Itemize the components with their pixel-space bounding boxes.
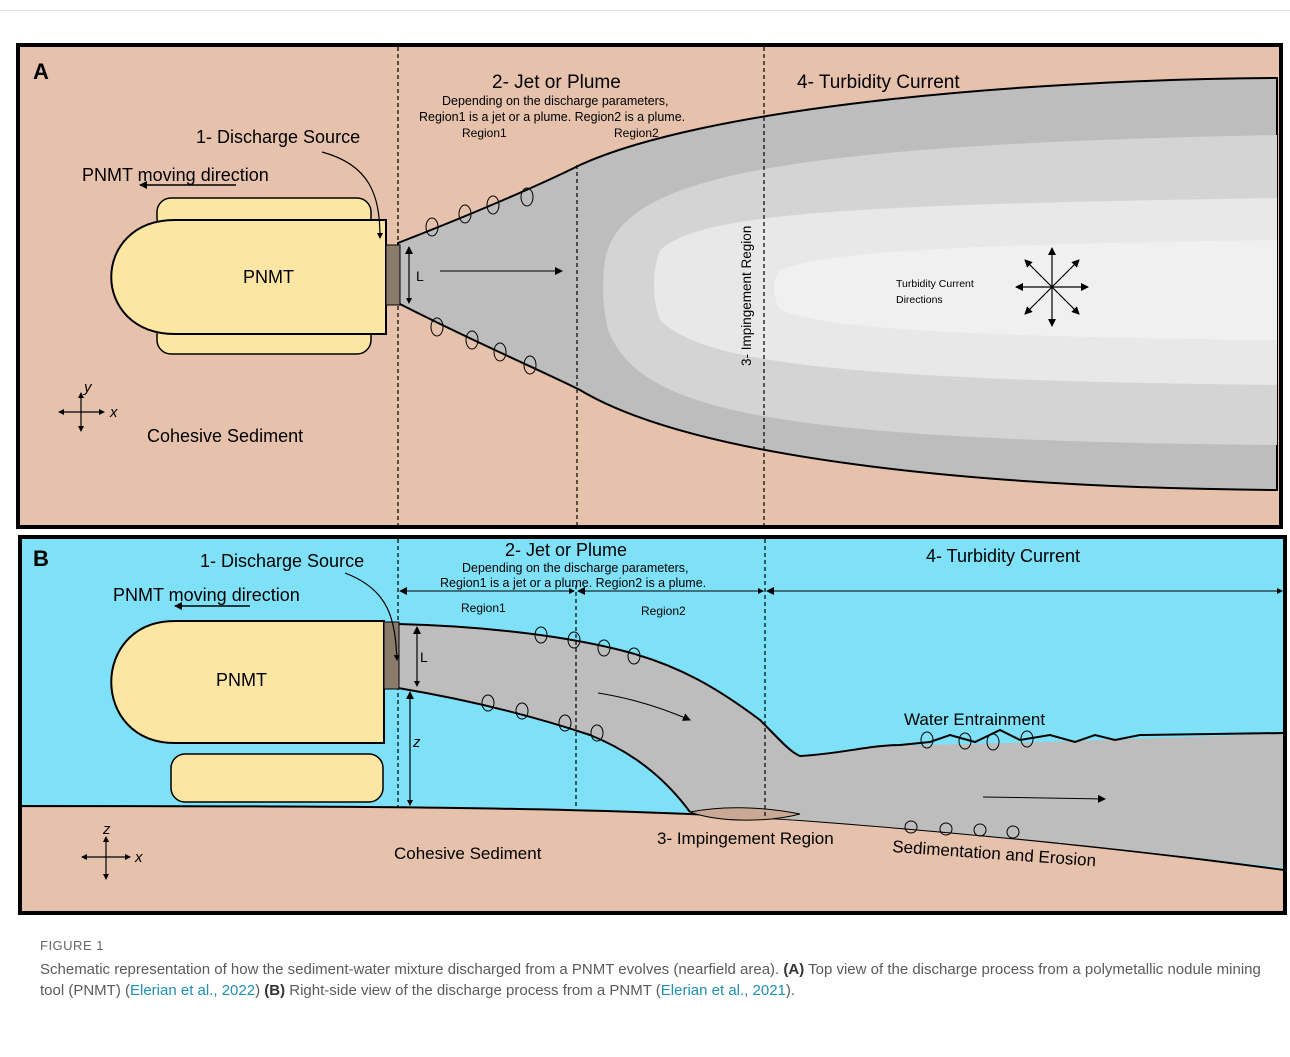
panel-a-discharge-pointer [321,151,383,239]
panel-a-label: A [33,59,49,84]
panel-b-pnmt-track [170,753,384,803]
caption-b-label: (B) [264,982,286,999]
panel-b-flow-arrow-curve [597,692,691,721]
citation-link-2022[interactable]: Elerian et al., 2022 [130,982,256,999]
panel-b-jet-plume-desc-1: Depending on the discharge parameters, [462,561,689,575]
panel-b-l-label: L [420,649,428,665]
panel-a-turbidity-title: 4- Turbidity Current [797,72,960,93]
panel-b-label: B [33,546,49,571]
panel-b-discharge-source: 1- Discharge Source [200,551,364,571]
panel-b-pnmt-label: PNMT [216,670,267,690]
caption-part-5: ). [785,982,796,999]
panel-b-turbidity-title: 4- Turbidity Current [926,546,1080,566]
panel-a-turbidity-dir-2: Directions [896,294,943,306]
panel-a-axis-icon [58,392,105,432]
panel-a-jet-plume-title: 2- Jet or Plume [492,72,621,93]
panel-a-impingement: 3- Impingement Region [739,226,754,366]
panel-a-axis-x: x [109,404,118,421]
panel-a-l-label: L [416,268,424,284]
caption-part-1: Schematic representation of how the sedi… [40,961,784,978]
panel-b-impingement: 3- Impingement Region [657,829,834,848]
panel-a: L [16,43,1283,529]
panel-b-plume-top-edge [397,623,1285,758]
figure-label: FIGURE 1 [40,938,104,953]
panel-a-discharge-source: 1- Discharge Source [196,127,360,147]
panel-a-nozzle [385,244,401,306]
panel-a-jet-plume-desc-2: Region1 is a jet or a plume. Region2 is … [419,110,685,124]
panel-a-direction-star [1015,247,1089,327]
panel-b-flow-arrow-straight [982,794,1106,803]
panel-a-region1: Region1 [462,126,507,140]
panel-b-pnmt-body [110,620,385,744]
panel-a-eddies [425,187,537,375]
panel-a-pnmt-body [110,219,387,335]
citation-link-2021[interactable]: Elerian et al., 2021 [660,982,786,999]
panel-b-jet-plume-desc-2: Region1 is a jet or a plume. Region2 is … [440,576,706,590]
panel-a-turbidity-dir-1: Turbidity Current [896,278,974,290]
panel-b-region1: Region1 [461,601,506,615]
panel-a-axis-y: y [83,379,93,396]
panel-a-region2: Region2 [614,126,659,140]
panel-b-z-label: z [412,734,421,751]
panel-a-moving-direction: PNMT moving direction [82,165,269,185]
panel-a-pnmt-label: PNMT [243,267,294,287]
panel-b-plume-bottom-edge [397,687,691,813]
panel-b-impingement-lens [688,807,801,821]
panel-b-water-entrainment: Water Entrainment [904,710,1045,729]
panel-b: L z [18,535,1287,915]
panel-b-axis-z: z [102,821,111,838]
panel-a-jet-plume-desc-1: Depending on the discharge parameters, [442,94,669,108]
panel-b-plume [398,624,1284,868]
panel-a-sediment: Cohesive Sediment [147,426,303,446]
caption-part-4: Right-side view of the discharge process… [285,982,661,999]
panel-b-region2: Region2 [641,604,686,618]
panel-b-axis-x: x [134,849,143,866]
panel-b-axis-icon [81,836,131,880]
figure-diagram: L [16,43,1287,915]
caption-text: Schematic representation of how the sedi… [40,959,1265,1001]
figure-caption: FIGURE 1 Schematic representation of how… [40,938,1265,1001]
caption-a-label: (A) [783,961,805,978]
top-rule [0,10,1290,11]
panel-b-discharge-pointer [344,572,400,661]
panel-b-sediment: Cohesive Sediment [394,844,542,863]
panel-b-jet-plume-title: 2- Jet or Plume [505,540,627,560]
caption-part-2: Top view of the discharge process from a… [40,961,1261,999]
panel-a-plume-core [774,240,1277,340]
caption-part-3: ) [255,982,265,999]
panel-b-moving-direction: PNMT moving direction [113,585,300,605]
panel-b-eddies [481,626,1034,839]
